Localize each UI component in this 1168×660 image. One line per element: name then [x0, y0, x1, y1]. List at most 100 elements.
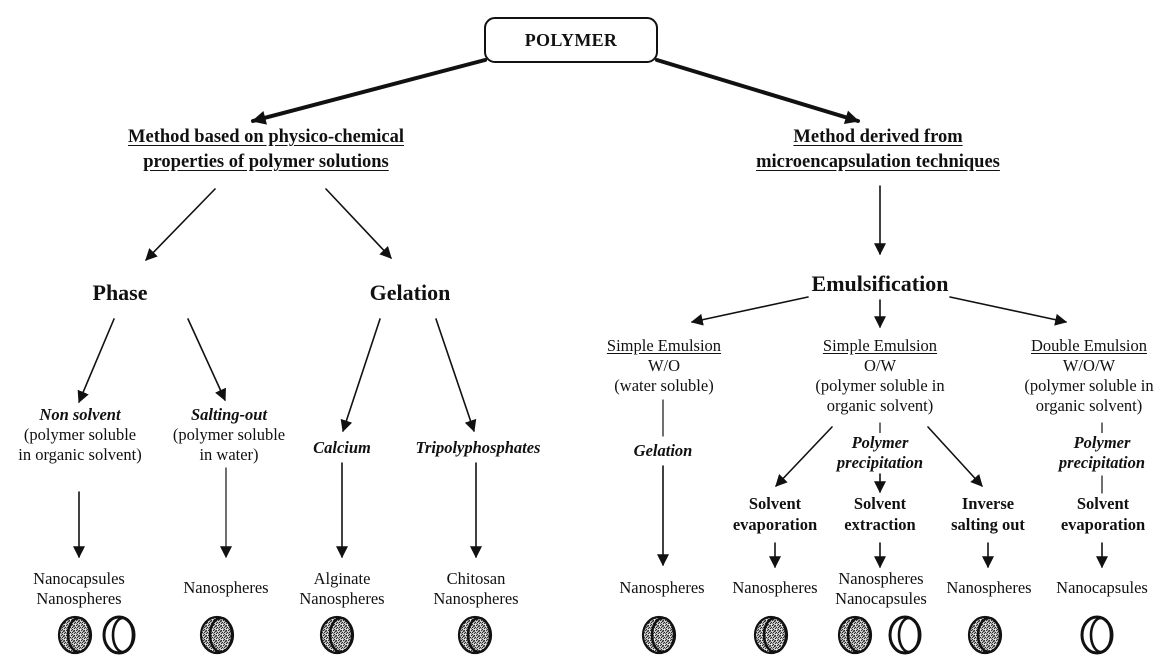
- wow-solvent-evaporation-node: Solvent evaporation: [1046, 494, 1160, 536]
- wow-result: Nanocapsules: [1044, 578, 1160, 598]
- solvent-evaporation-result: Nanospheres: [720, 578, 830, 598]
- simple-wo-type: W/O: [647, 356, 681, 376]
- nanosphere-icon: [199, 615, 235, 655]
- nanosphere-icon: [641, 615, 677, 655]
- result-nanocapsules: Nanocapsules: [1056, 578, 1148, 597]
- inverse-salting-out-line2: salting out: [951, 514, 1025, 534]
- calcium-node: Calcium: [302, 438, 382, 458]
- inverse-salting-out-result: Nanospheres: [934, 578, 1044, 598]
- non-solvent-label: Non solvent: [39, 405, 121, 424]
- salting-out-desc-line1: (polymer soluble: [172, 424, 286, 444]
- arrow-to-gelation: [325, 188, 392, 259]
- phase-title: Phase: [92, 280, 148, 305]
- arrow-root-left: [251, 58, 487, 125]
- root-polymer-label: POLYMER: [524, 29, 618, 50]
- result-nanocapsules: Nanocapsules: [835, 588, 927, 608]
- wow-polymer-precipitation: Polymer precipitation: [1052, 433, 1152, 473]
- solvent-evaporation-line1: Solvent: [748, 494, 802, 513]
- wow-precipitation-line2: precipitation: [1058, 452, 1146, 472]
- result-nanospheres: Nanospheres: [299, 588, 385, 608]
- nanocapsule-icon: [102, 615, 136, 655]
- result-nanospheres: Nanospheres: [433, 588, 519, 608]
- result-alginate: Alginate: [313, 569, 371, 588]
- left-branch-heading: Method based on physico-chemical propert…: [96, 125, 436, 175]
- double-wow-name: Double Emulsion: [1031, 336, 1147, 355]
- left-heading-line2: properties of polymer solutions: [143, 151, 389, 172]
- inverse-salting-out-node: Inverse salting out: [932, 494, 1044, 535]
- nanosphere-icon: [967, 615, 1003, 655]
- simple-ow-desc-line1: (polymer soluble in: [815, 376, 945, 396]
- tripolyphosphates-node: Tripolyphosphates: [400, 438, 556, 458]
- arrow-to-simple-wo: [690, 296, 809, 326]
- salting-out-label: Salting-out: [190, 405, 268, 424]
- non-solvent-desc-line1: (polymer soluble: [23, 424, 137, 444]
- arrow-to-non-solvent: [77, 318, 115, 404]
- gelation-title: Gelation: [369, 280, 451, 305]
- arrow-to-phase: [145, 188, 216, 261]
- salting-out-desc-line2: in water): [199, 444, 259, 464]
- nanocapsule-icon: [888, 615, 922, 655]
- double-emulsion-wow-node: Double Emulsion W/O/W (polymer soluble i…: [1010, 336, 1168, 417]
- solvent-evaporation-node: Solvent evaporation: [720, 494, 830, 535]
- arrow-to-tripolyphosphates: [435, 318, 477, 433]
- double-wow-desc-line2: organic solvent): [1035, 396, 1143, 416]
- simple-ow-name: Simple Emulsion: [822, 336, 938, 355]
- nanosphere-icon: [837, 615, 873, 655]
- double-wow-desc-line1: (polymer soluble in: [1024, 376, 1154, 396]
- arrow-to-salting-out: [187, 318, 226, 402]
- nanosphere-icon: [753, 615, 789, 655]
- ow-precipitation-line2: precipitation: [836, 452, 924, 472]
- wow-solvent-evaporation-line2: evaporation: [1060, 514, 1146, 534]
- right-heading-line2: microencapsulation techniques: [756, 151, 1000, 172]
- result-nanospheres: Nanospheres: [946, 578, 1032, 597]
- result-chitosan: Chitosan: [446, 569, 506, 588]
- solvent-extraction-node: Solvent extraction: [834, 494, 926, 535]
- salting-out-result: Nanospheres: [170, 578, 282, 598]
- ow-polymer-precipitation: Polymer precipitation: [830, 433, 930, 473]
- non-solvent-node: Non solvent (polymer soluble in organic …: [4, 405, 156, 464]
- simple-wo-name: Simple Emulsion: [606, 336, 722, 355]
- solvent-extraction-line2: extraction: [844, 514, 916, 534]
- simple-ow-desc-line2: organic solvent): [826, 396, 934, 416]
- emulsification-title: Emulsification: [811, 271, 949, 296]
- calcium-label: Calcium: [313, 438, 371, 457]
- arrow-ow-to-solvent-evaporation: [775, 426, 833, 487]
- root-polymer-box: POLYMER: [484, 17, 658, 63]
- right-heading-line1: Method derived from: [793, 127, 963, 147]
- non-solvent-result: Nanocapsules Nanospheres: [14, 569, 144, 609]
- double-wow-type: W/O/W: [1062, 356, 1116, 376]
- salting-out-node: Salting-out (polymer soluble in water): [158, 405, 300, 464]
- result-nanospheres: Nanospheres: [36, 588, 122, 608]
- result-nanospheres: Nanospheres: [732, 578, 818, 597]
- arrow-ow-to-inverse-salting-out: [927, 426, 983, 487]
- simple-wo-desc: (water soluble): [614, 376, 714, 396]
- right-branch-heading: Method derived from microencapsulation t…: [710, 125, 1046, 175]
- tripolyphosphates-label: Tripolyphosphates: [415, 438, 541, 457]
- simple-ow-type: O/W: [863, 356, 897, 376]
- arrow-to-calcium: [340, 318, 381, 433]
- wo-gelation-label: Gelation: [618, 441, 708, 461]
- result-nanospheres: Nanospheres: [838, 569, 924, 588]
- result-nanospheres: Nanospheres: [183, 578, 269, 597]
- nanosphere-icon: [457, 615, 493, 655]
- wow-solvent-evaporation-line1: Solvent: [1076, 494, 1130, 513]
- solvent-evaporation-line2: evaporation: [732, 514, 818, 534]
- nanosphere-icon: [57, 615, 93, 655]
- tripolyphosphates-result: Chitosan Nanospheres: [426, 569, 526, 609]
- solvent-extraction-result: Nanospheres Nanocapsules: [826, 569, 936, 609]
- wow-precipitation-line1: Polymer: [1073, 433, 1131, 452]
- result-nanocapsules: Nanocapsules: [33, 569, 125, 588]
- non-solvent-desc-line2: in organic solvent): [18, 444, 142, 464]
- result-nanospheres: Nanospheres: [619, 578, 705, 597]
- left-heading-line1: Method based on physico-chemical: [128, 127, 404, 147]
- ow-precipitation-line1: Polymer: [851, 433, 909, 452]
- wo-result: Nanospheres: [606, 578, 718, 598]
- inverse-salting-out-line1: Inverse: [961, 494, 1015, 513]
- calcium-result: Alginate Nanospheres: [292, 569, 392, 609]
- simple-emulsion-ow-node: Simple Emulsion O/W (polymer soluble in …: [794, 336, 966, 417]
- arrow-to-double-wow: [949, 296, 1068, 326]
- simple-emulsion-wo-node: Simple Emulsion W/O (water soluble): [594, 336, 734, 396]
- nanocapsule-icon: [1080, 615, 1114, 655]
